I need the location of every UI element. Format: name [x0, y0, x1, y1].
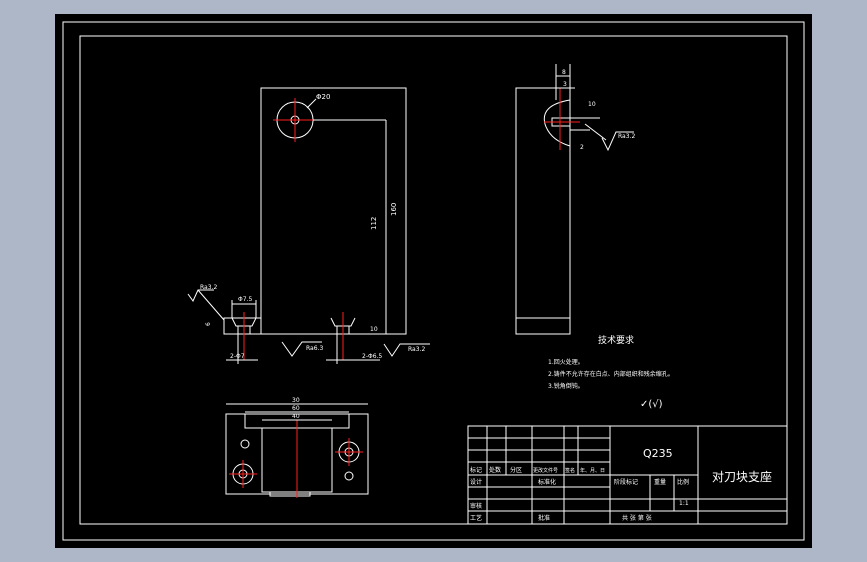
roughness-leader-4 [584, 123, 607, 141]
dim-2x2-text: 2-Φ6.5 [362, 353, 382, 360]
dim-depth-text: 10 [370, 326, 378, 333]
front-view: Φ20 112 160 10 Φ7.5 Ra3.2 6 2-Φ7 Ra6.3 [187, 87, 430, 364]
tb-scale: 1:1 [679, 500, 689, 507]
leader-hole [306, 98, 317, 109]
dim-top8-text: 8 [562, 69, 566, 76]
tb-label-mark: 标记 [470, 466, 482, 474]
tb-label-change: 更改文件号 [533, 467, 558, 474]
roughness-sym-1 [187, 289, 214, 302]
tb-review: 审核 [470, 502, 482, 510]
dim-left6-text: 6 [205, 322, 212, 326]
dim-2x-text: 2-Φ7 [230, 353, 245, 360]
side-view: 8 3 10 Ra3.2 2 [515, 64, 635, 335]
top-tab [269, 491, 311, 497]
dim-side10-text: 10 [588, 101, 596, 108]
dim-w30-text: 30 [292, 397, 300, 404]
tb-ratio: 比例 [677, 478, 689, 486]
dim-hole-text: Φ20 [316, 93, 330, 101]
roughness-leader-1 [197, 289, 225, 321]
top-hole-small-1 [240, 439, 250, 449]
tb-sheets: 共 张 第 张 [622, 514, 652, 522]
dim-bore-text: Φ7.5 [238, 296, 252, 303]
roughness-sym-4 [601, 131, 634, 152]
roughness-sym-3 [383, 343, 430, 357]
roughness-sym-2 [281, 341, 322, 357]
roughness-3-text: Ra3.2 [408, 346, 425, 353]
tb-designer: 设计 [470, 478, 482, 486]
dim-w60-text: 60 [292, 405, 300, 412]
dim-w40-text: 40 [292, 413, 300, 420]
title-block: Q235 对刀块支座 标记 处数 分区 更改文件号 签名 年、月、日 设计 标准… [467, 425, 788, 525]
tb-process: 工艺 [470, 514, 482, 522]
part-name-text: 对刀块支座 [712, 469, 772, 484]
tb-weight: 重量 [654, 478, 666, 486]
technical-notes: 技术要求 1.回火处理。 2.铸件不允许存在白点、内部组织和残余缩孔。 3.锐角… [548, 334, 674, 410]
roughness-4-text: Ra3.2 [618, 133, 635, 140]
outer-frame [62, 21, 805, 541]
material-text: Q235 [643, 447, 673, 460]
left-foot [223, 317, 262, 335]
roughness-general: ✓(√) [640, 399, 663, 410]
roughness-2-text: Ra6.3 [306, 345, 323, 352]
tb-label-date: 年、月、日 [580, 467, 605, 474]
roughness-1-text: Ra3.2 [200, 284, 217, 291]
tb-label-sign: 签名 [565, 467, 575, 474]
dim-top3-text: 3 [563, 81, 567, 88]
tb-label-zone: 分区 [510, 466, 522, 474]
tb-standard: 标准化 [538, 478, 556, 486]
inner-frame [79, 35, 788, 525]
note-1: 1.回火处理。 [548, 358, 584, 366]
note-title: 技术要求 [598, 334, 634, 346]
tb-label-count: 处数 [489, 466, 501, 474]
top-hole-small-2 [344, 471, 354, 481]
model-space [55, 14, 812, 548]
top-view: 30 60 40 [225, 397, 369, 498]
note-3: 3.锐角倒钝。 [548, 382, 584, 390]
note-2: 2.铸件不允许存在白点、内部组织和残余缩孔。 [548, 370, 674, 378]
dim-side2-text: 2 [580, 144, 584, 151]
side-outline [515, 87, 571, 335]
tb-approve: 批准 [538, 514, 550, 522]
dim-160-text: 160 [390, 203, 398, 216]
dim-112-text: 112 [370, 217, 378, 230]
tb-stage: 阶段标记 [614, 478, 638, 486]
